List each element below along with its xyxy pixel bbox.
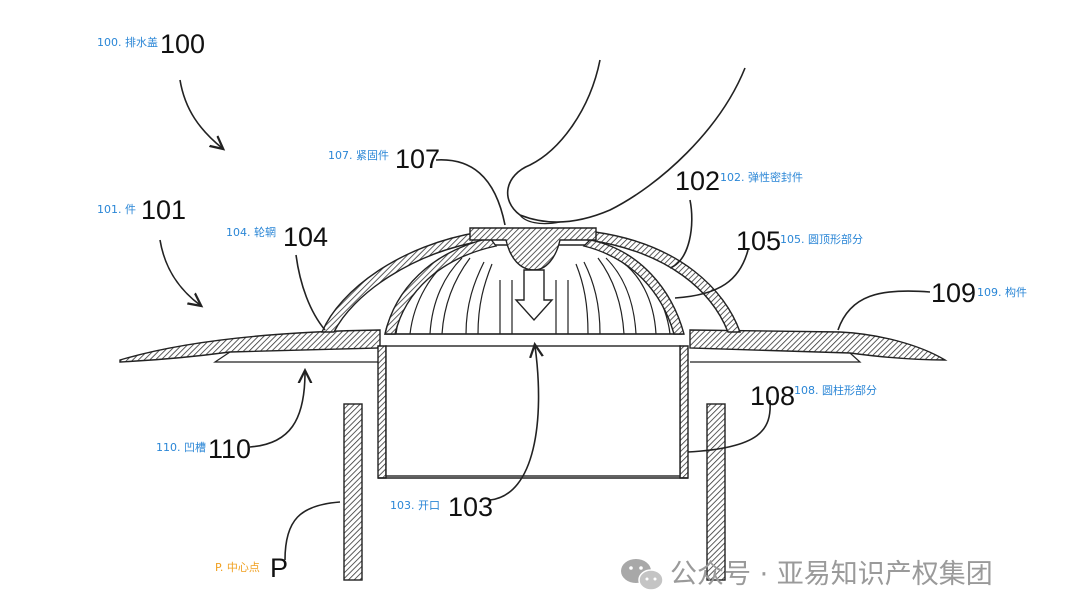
watermark: 公众号 · 亚易知识产权集团 (621, 559, 993, 591)
label-P: P. 中心点 P (215, 553, 288, 583)
label-107-number: 107 (395, 144, 440, 174)
label-110-text: 110. 凹槽 (156, 441, 206, 454)
label-103-number: 103 (448, 492, 493, 522)
down-arrow-icon (514, 269, 554, 322)
label-110-number: 110 (208, 434, 251, 464)
label-100: 100. 排水盖 100 (97, 29, 205, 59)
label-101-text: 101. 件 (97, 203, 136, 216)
label-107-text: 107. 紧固件 (328, 149, 389, 162)
label-110: 110. 凹槽 110 (156, 434, 251, 464)
label-102: 102 102. 弹性密封件 (675, 166, 803, 196)
label-105: 105 105. 圆顶形部分 (736, 226, 863, 256)
label-104-number: 104 (283, 222, 328, 252)
label-109-number: 109 (931, 278, 976, 308)
label-101: 101. 件 101 (97, 195, 186, 225)
label-100-number: 100 (160, 29, 205, 59)
label-108-text: 108. 圆柱形部分 (794, 383, 877, 397)
label-107: 107. 紧固件 107 (328, 144, 440, 174)
wechat-icon (621, 559, 664, 591)
label-108-number: 108 (750, 381, 795, 411)
cylindrical-part (377, 345, 689, 479)
label-102-text: 102. 弹性密封件 (720, 170, 803, 184)
label-P-text: P. 中心点 (215, 561, 260, 574)
flange-member (119, 329, 948, 363)
label-109-text: 109. 构件 (977, 285, 1027, 299)
label-105-number: 105 (736, 226, 781, 256)
label-101-number: 101 (141, 195, 186, 225)
label-109: 109 109. 构件 (931, 278, 1027, 308)
label-103: 103. 开口 103 (390, 492, 493, 522)
label-108: 108 108. 圆柱形部分 (750, 381, 877, 411)
label-105-text: 105. 圆顶形部分 (780, 232, 863, 246)
leader-lines (159, 79, 931, 561)
watermark-text: 公众号 · 亚易知识产权集团 (670, 559, 993, 590)
elastic-seal (320, 231, 741, 335)
label-P-number: P (270, 553, 288, 583)
label-103-text: 103. 开口 (390, 499, 440, 512)
label-100-text: 100. 排水盖 (97, 35, 158, 49)
label-104: 104. 轮辋 104 (226, 222, 328, 252)
label-102-number: 102 (675, 166, 720, 196)
finger (506, 59, 746, 225)
label-104-text: 104. 轮辋 (226, 225, 276, 239)
